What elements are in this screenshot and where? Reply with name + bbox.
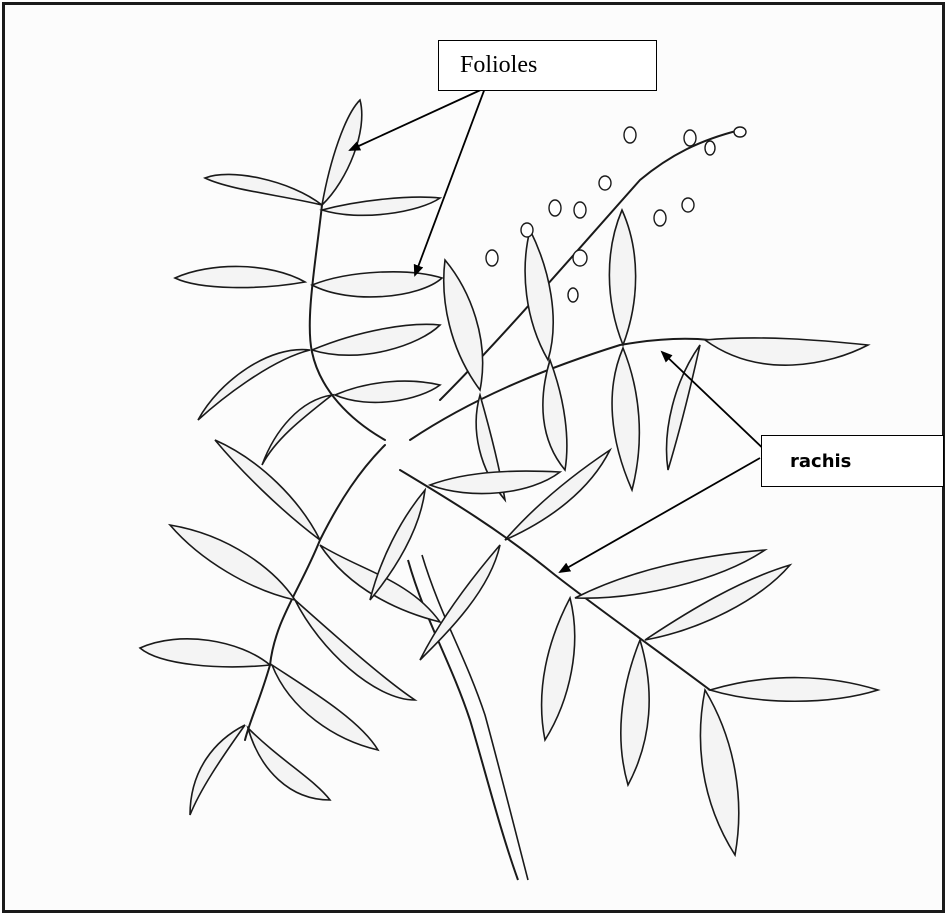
leaflet <box>609 210 635 345</box>
leaflet <box>248 728 330 800</box>
leaflet <box>710 678 878 702</box>
leaflet <box>312 324 440 355</box>
leaflet <box>621 640 649 785</box>
leaflet <box>430 471 560 493</box>
leaflet <box>444 260 483 390</box>
leaflet <box>505 450 610 540</box>
flower-bud <box>734 127 746 137</box>
flower-bud <box>705 141 715 155</box>
flower-bud <box>654 210 666 226</box>
leaflet <box>190 725 245 815</box>
leaflets-right-lower <box>370 450 878 855</box>
leaflet <box>170 525 295 600</box>
flower-bud <box>568 288 578 302</box>
leaflet <box>322 197 440 215</box>
leaflet <box>420 545 500 660</box>
leaflet <box>262 395 332 465</box>
rachis-label: rachis <box>761 435 944 487</box>
leaflet <box>542 598 575 740</box>
leaflet <box>525 230 553 360</box>
leaflet <box>700 690 738 855</box>
leaflet <box>335 381 440 402</box>
flower-bud <box>574 202 586 218</box>
leaflet <box>612 348 639 490</box>
leaflet <box>295 600 415 700</box>
flower-bud <box>624 127 636 143</box>
rachis-left-upper <box>310 205 385 440</box>
leaflet <box>140 639 270 667</box>
leaflet <box>705 338 868 365</box>
leaflet <box>322 100 362 205</box>
main-stem-outline <box>422 555 528 880</box>
leaflet <box>312 272 442 297</box>
leaflet <box>543 360 567 470</box>
leaflet <box>667 345 700 470</box>
leaflets-left <box>140 100 442 815</box>
leaflet <box>370 490 425 600</box>
leaflet <box>175 266 305 287</box>
flower-bud <box>599 176 611 190</box>
leaflet <box>198 350 310 420</box>
leaflet <box>205 174 322 205</box>
folioles-label: Folioles <box>438 40 657 91</box>
flower-bud <box>486 250 498 266</box>
flower-bud <box>573 250 587 266</box>
flower-bud <box>684 130 696 146</box>
flower-bud <box>521 223 533 237</box>
flower-bud <box>549 200 561 216</box>
flower-bud <box>682 198 694 212</box>
